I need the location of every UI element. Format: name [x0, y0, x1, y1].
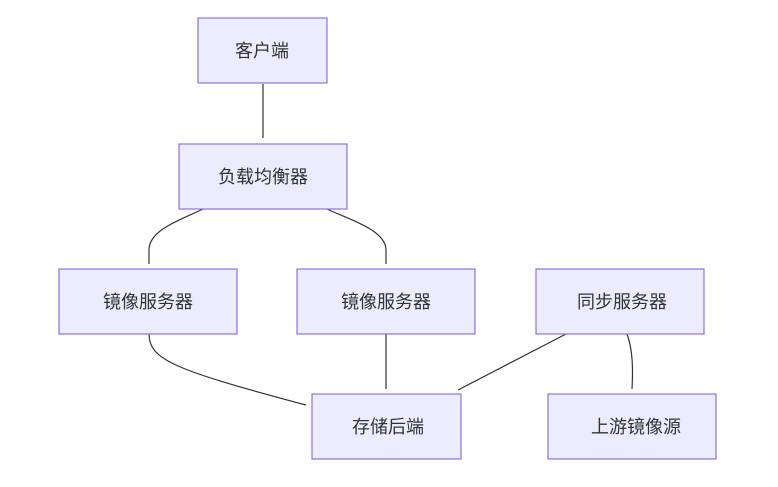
node-load-balancer-label: 负载均衡器 — [218, 167, 308, 188]
edge-lb-mirror1 — [148, 208, 204, 264]
edge-lb-mirror2 — [326, 208, 387, 264]
node-load-balancer[interactable]: 负载均衡器 — [178, 143, 348, 210]
edge-mirror1-storage — [148, 333, 307, 406]
node-client-label: 客户端 — [235, 41, 289, 62]
node-storage-backend-label: 存储后端 — [352, 417, 424, 438]
edge-sync-storage — [457, 333, 567, 391]
node-mirror-server-1-label: 镜像服务器 — [103, 292, 193, 313]
edges — [148, 84, 634, 406]
node-mirror-server-1[interactable]: 镜像服务器 — [58, 268, 238, 335]
node-client[interactable]: 客户端 — [197, 17, 328, 84]
node-sync-server[interactable]: 同步服务器 — [535, 268, 705, 335]
node-sync-server-label: 同步服务器 — [577, 292, 667, 313]
node-upstream-mirror-label: 上游镜像源 — [591, 417, 681, 438]
node-mirror-server-2-label: 镜像服务器 — [341, 292, 431, 313]
node-upstream-mirror[interactable]: 上游镜像源 — [547, 393, 717, 460]
edge-sync-upstream — [626, 333, 634, 390]
node-storage-backend[interactable]: 存储后端 — [311, 393, 462, 460]
node-mirror-server-2[interactable]: 镜像服务器 — [296, 268, 476, 335]
